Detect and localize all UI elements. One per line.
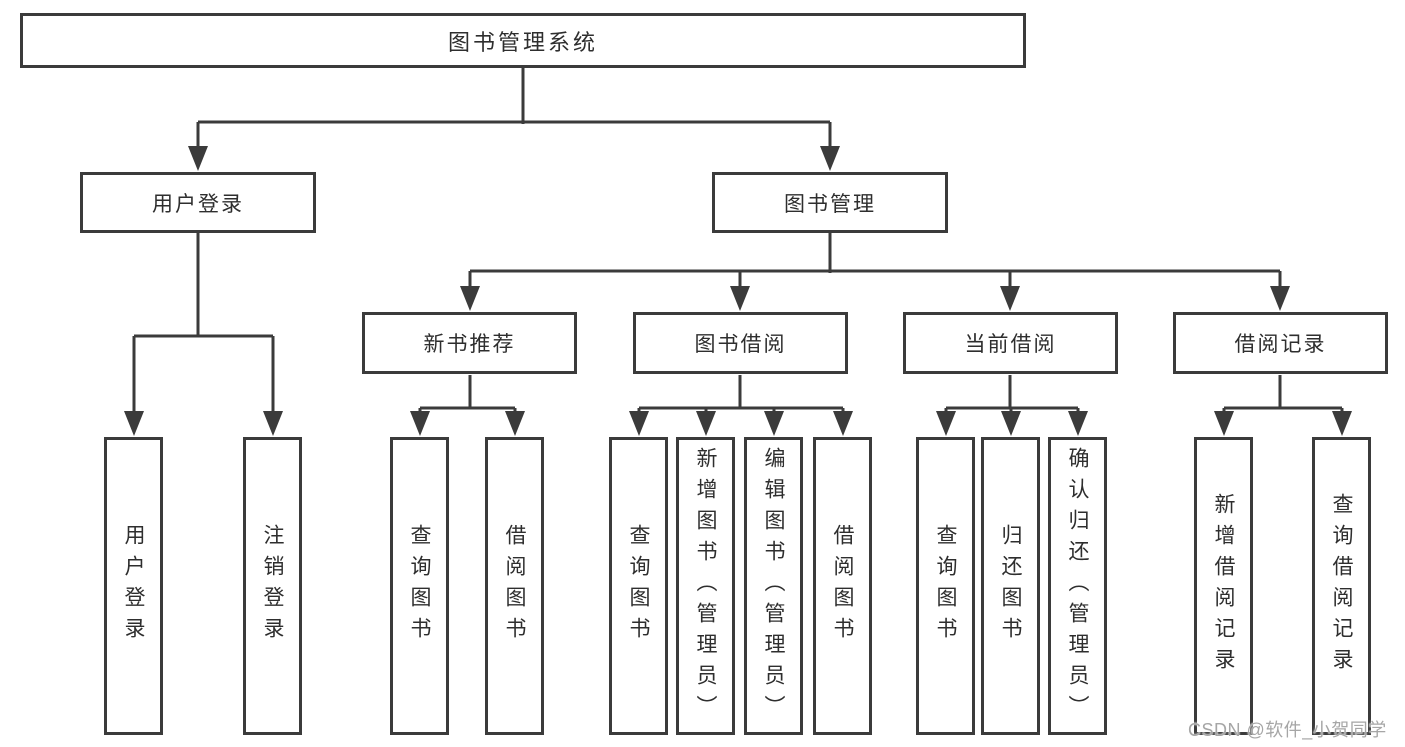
node-leaf-bb-borrow-books: 借阅图书	[813, 437, 872, 735]
node-label: 借阅记录	[1234, 333, 1327, 356]
node-label: 图书管理	[784, 192, 876, 216]
node-current-borrowing: 当前借阅	[903, 312, 1118, 374]
node-label: 用户登录	[122, 524, 145, 648]
node-label: 查询图书	[408, 524, 431, 648]
node-label: 当前借阅	[964, 333, 1057, 356]
node-borrowing-records: 借阅记录	[1173, 312, 1388, 374]
node-user-login: 用户登录	[80, 172, 316, 233]
node-label: 新增借阅记录	[1212, 493, 1235, 679]
node-label: 图书借阅	[694, 333, 787, 356]
node-leaf-logout: 注销登录	[243, 437, 302, 735]
node-leaf-bb-edit-books-admin: 编辑图书（管理员）	[744, 437, 803, 735]
node-leaf-cb-return-books: 归还图书	[981, 437, 1040, 735]
node-label: 新增图书（管理员）	[694, 446, 717, 726]
node-label: 图书管理系统	[447, 29, 598, 55]
node-leaf-br-add-record: 新增借阅记录	[1194, 437, 1253, 735]
node-label: 编辑图书（管理员）	[762, 446, 785, 726]
node-leaf-bb-query-books: 查询图书	[609, 437, 668, 735]
node-label: 借阅图书	[831, 524, 854, 648]
node-leaf-br-query-record: 查询借阅记录	[1312, 437, 1371, 735]
node-label: 查询图书	[934, 524, 957, 648]
node-leaf-nbr-borrow-books: 借阅图书	[485, 437, 544, 735]
node-label: 归还图书	[999, 524, 1022, 648]
node-new-book-recommendation: 新书推荐	[362, 312, 577, 374]
node-leaf-bb-add-books-admin: 新增图书（管理员）	[676, 437, 735, 735]
arrowheads	[124, 146, 1352, 436]
node-leaf-user-login: 用户登录	[104, 437, 163, 735]
node-label: 借阅图书	[503, 524, 526, 648]
node-leaf-nbr-query-books: 查询图书	[390, 437, 449, 735]
node-label: 注销登录	[261, 524, 284, 648]
node-label: 用户登录	[152, 192, 244, 216]
connector-path	[132, 68, 1344, 413]
node-label: 查询借阅记录	[1330, 493, 1353, 679]
node-book-management: 图书管理	[712, 172, 948, 233]
node-leaf-cb-confirm-return-admin: 确认归还（管理员）	[1048, 437, 1107, 735]
node-library-management-system: 图书管理系统	[20, 13, 1026, 68]
node-book-borrowing: 图书借阅	[633, 312, 848, 374]
node-leaf-cb-query-books: 查询图书	[916, 437, 975, 735]
watermark: CSDN @软件_小贺同学	[1188, 720, 1387, 740]
node-label: 确认归还（管理员）	[1066, 446, 1089, 726]
node-label: 查询图书	[627, 524, 650, 648]
node-label: 新书推荐	[423, 333, 516, 356]
